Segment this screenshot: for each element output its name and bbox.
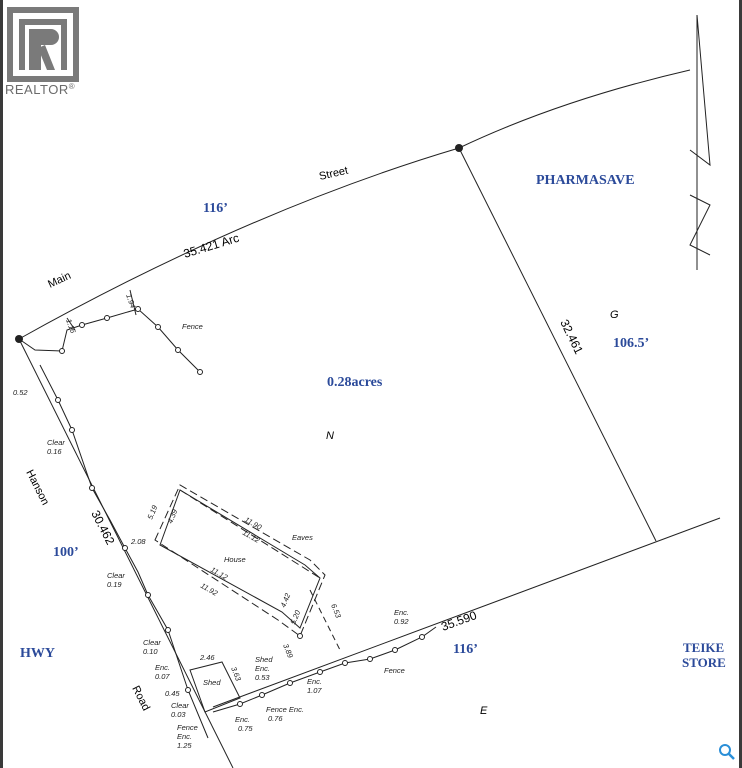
dim-194: 1.94 [124,293,137,310]
enc-092-b: 0.92 [394,617,409,626]
fence-line-left [39,364,209,739]
fence-line-top [18,308,201,373]
shed-dim-246: 2.46 [199,653,215,662]
bottom-dimension: 35.590 [439,608,479,634]
fence-top-label: Fence [182,322,203,331]
right-boundary [458,147,657,542]
enc-075-b: 0.75 [238,724,253,733]
clear-010-b: 0.10 [143,647,158,656]
corner-marker-north [455,144,463,152]
clear-003-b: 0.03 [171,710,186,719]
fence-enc-076-b: 0.76 [268,714,283,723]
fence-enc-125-a: Fence [177,723,198,732]
realtor-wordmark: REALTOR® [5,82,76,97]
house-dim-519: 5.19 [146,503,160,521]
house-label: House [224,555,246,564]
house-dim-439: 4.39 [166,507,180,525]
corner-marker-west [15,335,23,343]
fence-bottom-label: Fence [384,666,405,675]
eaves-label: Eaves [292,533,313,542]
shed-enc-c: 0.53 [255,673,270,682]
lot-frontage-bottom: 116’ [453,642,478,657]
search-icon[interactable] [717,742,737,762]
clear-016-b: 0.16 [47,447,62,456]
clear-019-b: 0.19 [107,580,122,589]
enc-107-b: 1.07 [307,686,322,695]
fence-enc-076-a: Fence Enc. [266,705,304,714]
enc-092-a: Enc. [394,608,409,617]
house-dim-520: 5.20 [289,608,303,626]
street-label-street: Street [318,165,349,183]
right-border [739,0,742,768]
street-label-main: Main [46,270,73,291]
house-dim-653: 6.53 [329,602,343,620]
street-label-hanson: Hanson [23,468,51,507]
business-pharmasave: PHARMASAVE [536,173,635,188]
left-border [0,0,3,768]
clear-003-a: Clear [171,701,189,710]
enc-007-b: 0.07 [155,672,170,681]
lot-frontage-top: 116’ [203,201,228,216]
house-dim-1192: 11.92 [199,581,220,598]
business-teike-1: TEIKE [683,640,724,655]
left-boundary [18,338,234,768]
clear-010-a: Clear [143,638,161,647]
shed-label: Shed [203,678,221,687]
letter-g: G [610,309,619,321]
realtor-logo-icon [7,7,79,82]
clear-019-a: Clear [107,571,125,580]
lot-side-right: 106.5’ [613,336,649,351]
shed-enc-a: Shed [255,655,273,664]
house-dim-208: 2.08 [130,537,146,546]
enc-007-a: Enc. [155,663,170,672]
enc-107-a: Enc. [307,677,322,686]
street-label-hwy: HWY [20,646,55,661]
house-dim-1112b: 11.12 [209,565,230,582]
house-dim-442: 4.42 [279,591,293,609]
fence-line-bottom [212,626,437,713]
bottom-boundary [212,517,721,708]
fence-enc-125-b: Enc. [177,732,192,741]
dim-052: 0.52 [13,388,28,397]
house-eaves-outline [154,484,326,637]
shed-enc-b: Enc. [255,664,270,673]
letter-e: E [480,705,488,717]
lot-side-left: 100’ [53,545,79,560]
house-dim-389: 3.89 [281,642,295,660]
letter-n: N [326,430,334,442]
lot-area: 0.28acres [327,375,383,390]
clear-016-a: Clear [47,438,65,447]
shed-outline [189,661,241,713]
dim-045: 0.45 [165,689,180,698]
arc-dimension: 35.421 Arc [182,231,241,261]
fence-enc-125-c: 1.25 [177,741,192,750]
street-label-road: Road [129,684,152,713]
right-dimension: 32.461 [557,317,586,356]
business-teike-2: STORE [682,655,726,670]
enc-075-a: Enc. [235,715,250,724]
main-street-boundary [18,69,691,340]
